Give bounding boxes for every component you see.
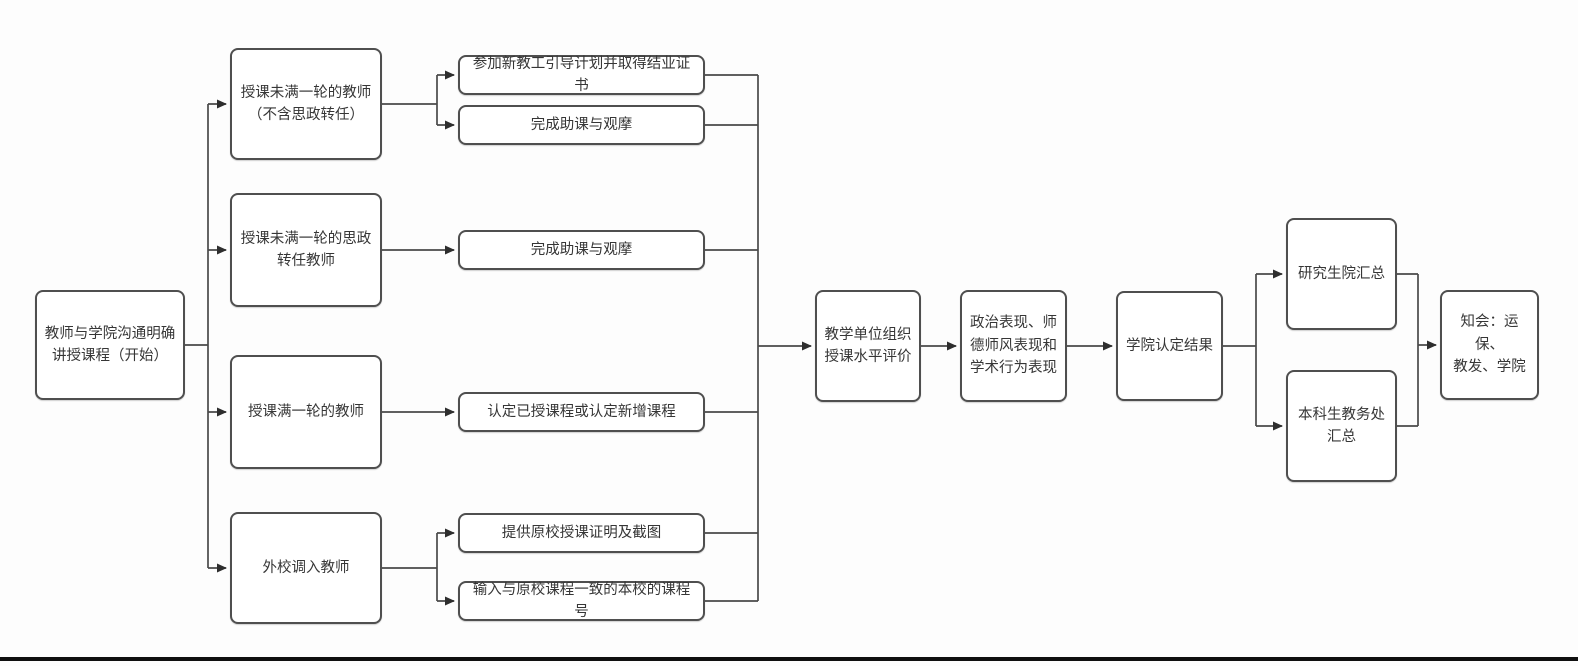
node-category-full-one-round[interactable]: 授课满一轮的教师: [230, 355, 382, 469]
node-college-result[interactable]: 学院认定结果: [1116, 291, 1223, 401]
plain-connectors: [185, 74, 1419, 602]
node-task-provide-proof[interactable]: 提供原校授课证明及截图: [458, 513, 705, 553]
node-category-under-one-round-ideology[interactable]: 授课未满一轮的思政 转任教师: [230, 193, 382, 307]
node-conduct-review[interactable]: 政治表现、师 德师风表现和 学术行为表现: [960, 290, 1067, 402]
node-start[interactable]: 教师与学院沟通明确 讲授课程（开始）: [35, 290, 185, 400]
node-category-external-transfer[interactable]: 外校调入教师: [230, 512, 382, 624]
node-undergrad-office-summary[interactable]: 本科生教务处 汇总: [1286, 370, 1397, 482]
node-eval-teaching-level[interactable]: 教学单位组织 授课水平评价: [815, 290, 921, 402]
node-task-assist-observe-2[interactable]: 完成助课与观摩: [458, 230, 705, 270]
bottom-divider: [0, 657, 1578, 661]
node-task-recognize-courses[interactable]: 认定已授课程或认定新增课程: [458, 392, 705, 432]
arrow-connectors: [208, 70, 1437, 606]
node-grad-school-summary[interactable]: 研究生院汇总: [1286, 218, 1397, 330]
node-task-orientation-cert[interactable]: 参加新教工引导计划并取得结业证书: [458, 55, 705, 95]
node-notify[interactable]: 知会：运保、 教发、学院: [1440, 290, 1539, 400]
node-task-enter-course-id[interactable]: 输入与原校课程一致的本校的课程号: [458, 581, 705, 621]
node-task-assist-observe-1[interactable]: 完成助课与观摩: [458, 105, 705, 145]
node-category-under-one-round[interactable]: 授课未满一轮的教师 （不含思政转任）: [230, 48, 382, 160]
